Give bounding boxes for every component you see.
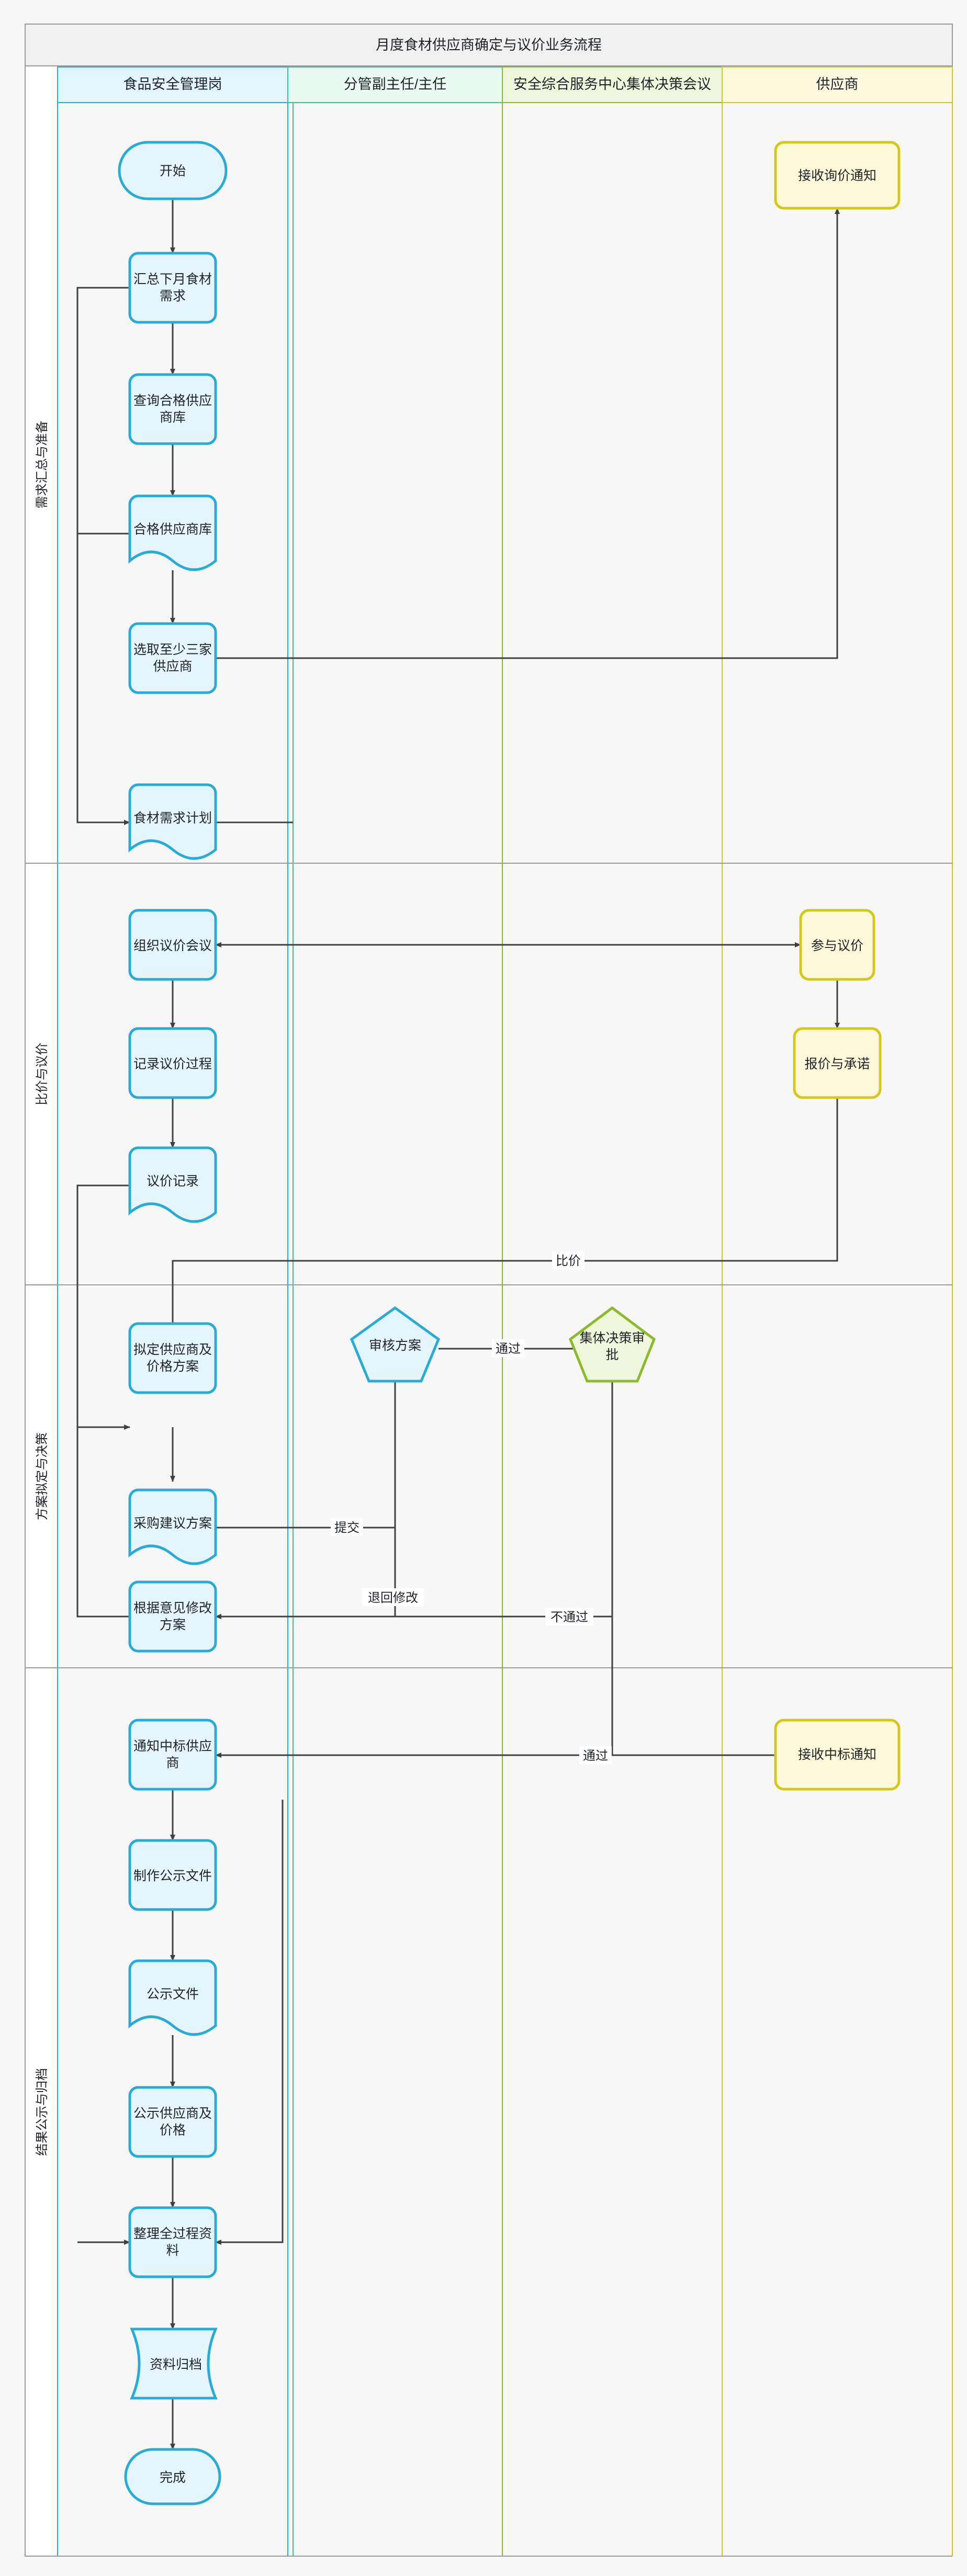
edge-rail-to-foodplan xyxy=(76,534,130,825)
node-organize-negotiation-meeting[interactable]: 组织议价会议 xyxy=(128,909,217,981)
node-publish-supplier-price-label-1: 公示供应商及 xyxy=(133,2106,212,2121)
edge-right-rail-to-organize-docs xyxy=(215,1800,284,2245)
phase-column xyxy=(25,65,58,2557)
phase-labels: 需求汇总与准备 比价与议价 方案拟定与决策 结果公示与归档 xyxy=(35,421,49,2156)
node-quote-and-commit[interactable]: 报价与承诺 xyxy=(793,1027,882,1099)
svg-text:比价: 比价 xyxy=(556,1254,581,1268)
phase-label-2: 比价与议价 xyxy=(35,1043,49,1105)
node-participate-negotiation-label: 参与议价 xyxy=(811,939,863,953)
page-title: 月度食材供应商确定与议价业务流程 xyxy=(376,37,602,53)
node-record-negotiation[interactable]: 记录议价过程 xyxy=(128,1027,217,1099)
node-archive-documents[interactable]: 资料归档 xyxy=(130,2328,218,2400)
edge-label-reject: 不通过 xyxy=(545,1608,593,1625)
edge-select-to-receive-inquiry xyxy=(216,208,840,659)
lane-header-lane1-label: 食品安全管理岗 xyxy=(123,76,222,92)
node-publicity-doc-label: 公示文件 xyxy=(147,1987,199,2002)
node-food-demand-plan[interactable]: 食材需求计划 xyxy=(128,783,217,860)
svg-text:通过: 通过 xyxy=(583,1749,608,1763)
lane-header-lane4-bg xyxy=(722,66,953,103)
lane-separators xyxy=(57,103,953,2556)
node-publish-supplier-price-label-2: 价格 xyxy=(160,2123,186,2138)
node-receive-award-notice[interactable]: 接收中标通知 xyxy=(774,1719,901,1791)
node-modify-plan-by-feedback-label-1: 根据意见修改 xyxy=(133,1601,212,1615)
node-notify-winning-supplier-label-2: 商 xyxy=(166,1756,179,1770)
node-summarize-demand-label-2: 需求 xyxy=(160,289,186,303)
diagram-title-bar: 月度食材供应商确定与议价业务流程 xyxy=(25,24,953,66)
node-participate-negotiation[interactable]: 参与议价 xyxy=(799,909,875,981)
node-organize-full-process-docs-label-2: 料 xyxy=(166,2243,179,2258)
node-start-label: 开始 xyxy=(160,164,186,178)
edge-rail-summary-supplierdb xyxy=(76,287,130,535)
node-purchase-suggestion-doc-label: 采购建议方案 xyxy=(133,1516,212,1531)
phase-label-3: 方案拟定与决策 xyxy=(35,1432,49,1520)
node-summarize-demand[interactable]: 汇总下月食材 需求 xyxy=(128,252,217,324)
node-qualified-supplier-db-label: 合格供应商库 xyxy=(133,522,212,537)
phase-dividers xyxy=(25,863,952,2557)
node-receive-inquiry-notice[interactable]: 接收询价通知 xyxy=(774,141,901,210)
node-food-demand-plan-label: 食材需求计划 xyxy=(133,811,212,826)
node-summarize-demand-label-1: 汇总下月食材 xyxy=(133,272,212,287)
node-select-three-suppliers-label-2: 供应商 xyxy=(153,659,192,674)
node-modify-plan-by-feedback-label-2: 方案 xyxy=(160,1618,186,1632)
phase-label-4: 结果公示与归档 xyxy=(35,2068,49,2156)
lane-header-lane2-bg xyxy=(287,66,503,103)
edge-label-bijia: 比价 xyxy=(552,1251,584,1269)
node-receive-award-notice-label: 接收中标通知 xyxy=(798,1747,876,1762)
node-review-plan-decision[interactable]: 审核方案 xyxy=(350,1306,441,1383)
node-propose-supplier-price-plan[interactable]: 拟定供应商及 价格方案 xyxy=(128,1322,217,1394)
lane-header-row: 食品安全管理岗 分管副主任/主任 安全综合服务中心集体决策会议 供应商 xyxy=(57,66,953,103)
lane-header-lane4-label: 供应商 xyxy=(816,76,859,92)
node-select-three-suppliers-label-1: 选取至少三家 xyxy=(133,642,212,657)
node-negotiation-record-doc-label: 议价记录 xyxy=(147,1174,199,1189)
edge-label-pass-final: 通过 xyxy=(579,1746,612,1764)
node-publicity-doc[interactable]: 公示文件 xyxy=(128,1959,217,2036)
edge-modify-rail-back xyxy=(76,1426,130,1618)
node-notify-winning-supplier-label-1: 通知中标供应 xyxy=(133,1739,212,1754)
node-finish[interactable]: 完成 xyxy=(124,2448,221,2505)
svg-text:退回修改: 退回修改 xyxy=(368,1591,418,1605)
node-organize-negotiation-meeting-label: 组织议价会议 xyxy=(133,939,212,953)
node-receive-inquiry-notice-label: 接收询价通知 xyxy=(798,168,876,183)
node-publish-supplier-price[interactable]: 公示供应商及 价格 xyxy=(128,2086,217,2158)
node-propose-supplier-price-plan-label-1: 拟定供应商及 xyxy=(133,1342,212,1357)
node-query-supplier-db-label-2: 商库 xyxy=(160,410,186,425)
node-archive-documents-label: 资料归档 xyxy=(150,2357,202,2372)
node-organize-full-process-docs-label-1: 整理全过程资 xyxy=(133,2227,212,2241)
node-collective-approval-decision-label-1: 集体决策审 xyxy=(579,1331,645,1346)
edge-label-pass-review: 通过 xyxy=(492,1339,524,1357)
node-collective-approval-decision[interactable]: 集体决策审 批 xyxy=(568,1306,656,1383)
svg-text:提交: 提交 xyxy=(334,1521,359,1535)
edge-label-submit: 提交 xyxy=(331,1518,363,1536)
node-select-three-suppliers[interactable]: 选取至少三家 供应商 xyxy=(128,622,217,694)
node-qualified-supplier-db[interactable]: 合格供应商库 xyxy=(128,494,217,571)
node-record-negotiation-label: 记录议价过程 xyxy=(133,1057,212,1071)
svg-text:不通过: 不通过 xyxy=(550,1610,588,1624)
node-purchase-suggestion-doc[interactable]: 采购建议方案 xyxy=(128,1488,217,1565)
lane-header-lane3-label: 安全综合服务中心集体决策会议 xyxy=(513,76,711,92)
edge-label-return-revise: 退回修改 xyxy=(362,1588,424,1606)
node-start[interactable]: 开始 xyxy=(118,141,228,200)
node-make-publicity-doc-label: 制作公示文件 xyxy=(133,1869,212,1883)
lane-header-lane2-label: 分管副主任/主任 xyxy=(344,76,447,92)
node-collective-approval-decision-label-2: 批 xyxy=(605,1348,619,1362)
svg-text:通过: 通过 xyxy=(496,1342,521,1356)
node-finish-label: 完成 xyxy=(160,2470,186,2485)
node-organize-full-process-docs[interactable]: 整理全过程资 料 xyxy=(128,2206,217,2278)
edges xyxy=(76,199,840,2450)
node-modify-plan-by-feedback[interactable]: 根据意见修改 方案 xyxy=(128,1580,217,1653)
node-negotiation-record-doc[interactable]: 议价记录 xyxy=(128,1146,217,1223)
lane-header-lane3-bg xyxy=(502,66,723,103)
node-review-plan-decision-label: 审核方案 xyxy=(369,1338,421,1353)
node-query-supplier-db-label-1: 查询合格供应 xyxy=(133,393,212,408)
node-query-supplier-db[interactable]: 查询合格供应 商库 xyxy=(128,373,217,445)
lane-header-lane1-bg xyxy=(57,66,288,103)
edge-labels: 比价 提交 退回修改 通过 不通过 通过 xyxy=(331,1251,612,1764)
node-propose-supplier-price-plan-label-2: 价格方案 xyxy=(147,1359,199,1374)
node-quote-and-commit-label: 报价与承诺 xyxy=(804,1057,870,1071)
node-notify-winning-supplier[interactable]: 通知中标供应 商 xyxy=(128,1719,217,1791)
phase-label-1: 需求汇总与准备 xyxy=(35,421,49,509)
node-make-publicity-doc[interactable]: 制作公示文件 xyxy=(128,1839,217,1911)
